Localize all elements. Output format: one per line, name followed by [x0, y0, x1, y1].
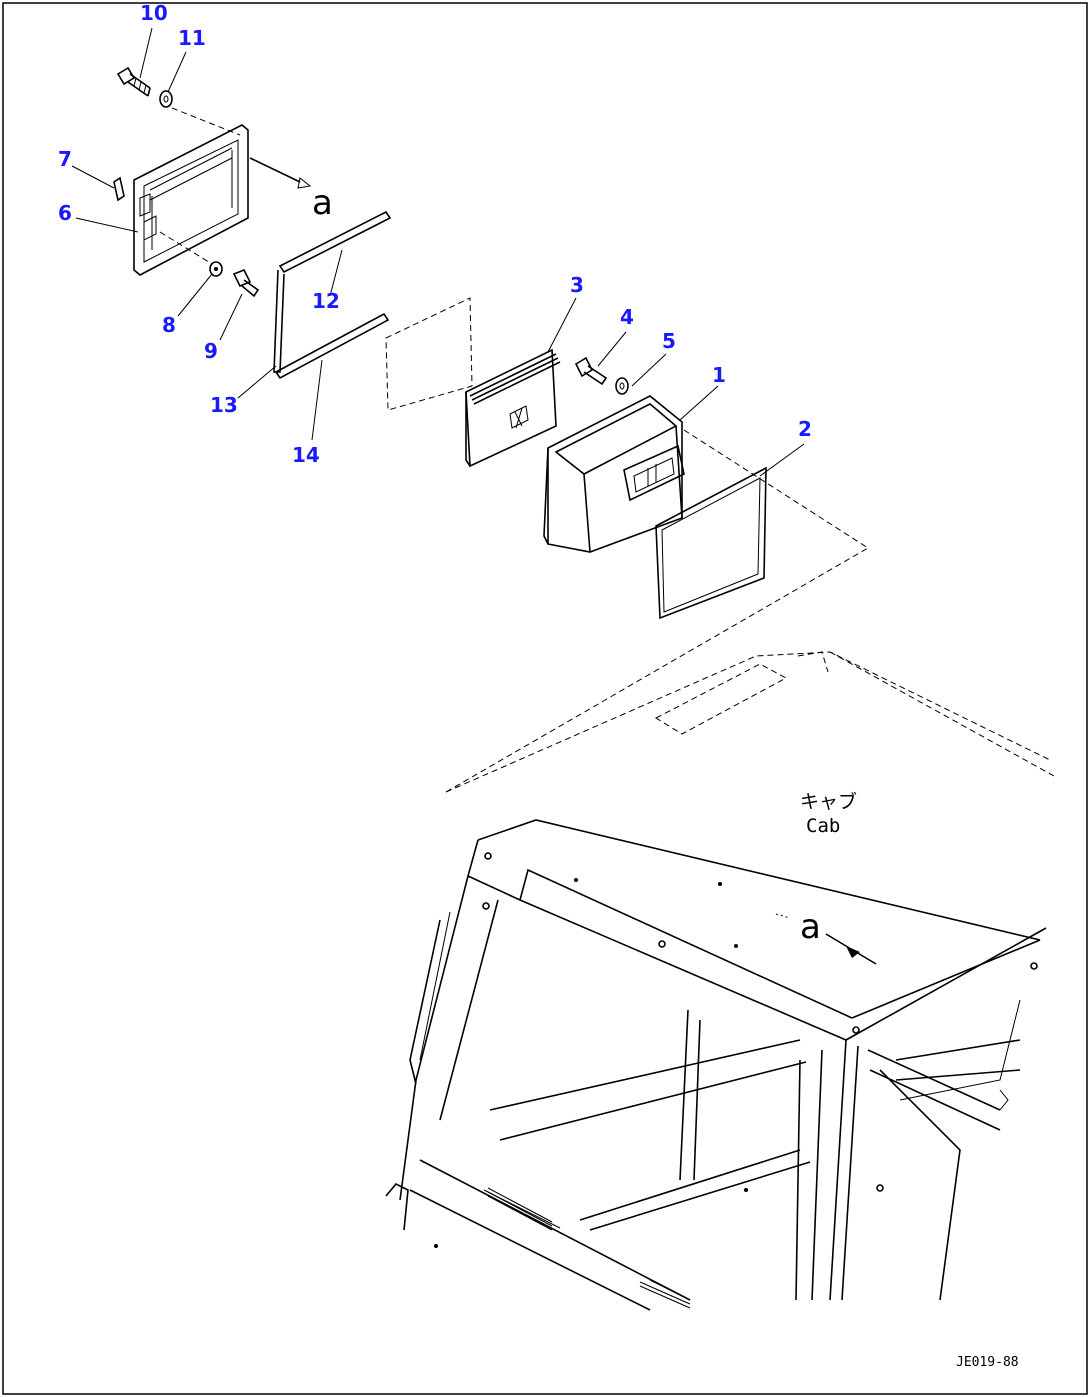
cab-structure	[385, 651, 1055, 1311]
part-3-filter	[465, 348, 561, 468]
part-9-screw	[232, 268, 260, 298]
part-8-washer	[209, 261, 223, 277]
assembly-line	[171, 107, 241, 136]
part-14-seal	[274, 312, 390, 380]
part-4-bolt	[574, 356, 608, 386]
callout-10: 10	[140, 1, 168, 25]
glass-pane-outline	[385, 297, 473, 411]
callout-3: 3	[570, 273, 584, 297]
ref-arrow-bottom	[775, 913, 877, 965]
callout-14: 14	[292, 443, 320, 467]
callout-12: 12	[312, 289, 340, 313]
leader-lines	[71, 27, 805, 477]
part-11-washer	[159, 90, 173, 108]
assembly-line	[159, 231, 213, 265]
ref-arrow-top	[249, 157, 312, 189]
callout-13: 13	[210, 393, 238, 417]
callout-1: 1	[712, 363, 726, 387]
callout-6: 6	[58, 201, 72, 225]
part-6-cover	[133, 124, 249, 276]
ref-marker-top: a	[312, 183, 333, 223]
projection-line	[445, 429, 869, 793]
callout-9: 9	[204, 339, 218, 363]
cab-label-en: Cab	[806, 815, 840, 837]
callout-8: 8	[162, 313, 176, 337]
part-10-bolt	[116, 66, 151, 97]
drawing-code: JE019-88	[956, 1355, 1019, 1370]
callout-11: 11	[178, 26, 206, 50]
part-13-seal	[273, 269, 285, 373]
callout-4: 4	[620, 305, 634, 329]
callouts: 10 11 7 6 8 9 12 13 14 3 4 5 1 2	[58, 1, 812, 467]
callout-2: 2	[798, 417, 812, 441]
part-2-gasket	[655, 466, 767, 620]
part-1-housing	[543, 395, 685, 553]
ref-marker-bottom: a	[800, 907, 821, 947]
cab-label-jp: キャブ	[800, 790, 857, 813]
part-12-seal	[278, 210, 392, 274]
callout-5: 5	[662, 329, 676, 353]
part-7-clip	[113, 176, 125, 202]
callout-7: 7	[58, 147, 72, 171]
part-5-washer	[615, 377, 629, 395]
